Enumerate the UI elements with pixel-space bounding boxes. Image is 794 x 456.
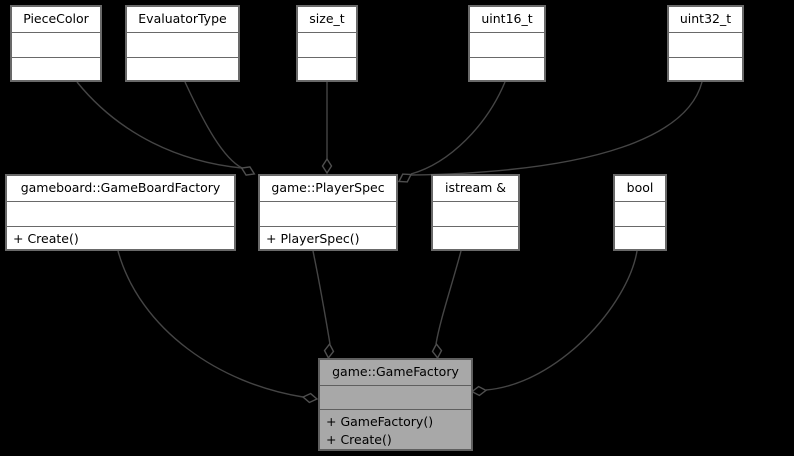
method-label: + Create() <box>13 231 79 246</box>
method-label: + PlayerSpec() <box>266 231 360 246</box>
methods-compartment: + GameFactory() + Create() <box>320 409 471 449</box>
methods-compartment: + Create() <box>7 226 234 249</box>
edge-uint32-playerspec <box>410 81 703 176</box>
class-title: uint32_t <box>679 11 732 27</box>
class-node-gamefactory[interactable]: game::GameFactory + GameFactory() + Crea… <box>318 358 473 451</box>
attributes-compartment <box>127 32 238 57</box>
attributes-compartment <box>470 32 544 57</box>
method-label: + GameFactory() <box>326 414 434 429</box>
aggregation-diamond <box>301 392 319 404</box>
class-title: istream & <box>445 180 506 196</box>
attributes-compartment <box>669 32 742 57</box>
aggregation-diamond <box>321 157 333 175</box>
methods-compartment <box>470 57 544 80</box>
class-node-uint32-t[interactable]: uint32_t <box>667 5 744 82</box>
methods-compartment <box>669 57 742 80</box>
class-node-evaluatortype[interactable]: EvaluatorType <box>125 5 240 82</box>
class-node-piececolor[interactable]: PieceColor <box>10 5 102 82</box>
class-node-size-t[interactable]: size_t <box>296 5 358 82</box>
aggregation-diamond <box>470 385 488 397</box>
methods-compartment: + PlayerSpec() <box>260 226 396 249</box>
edge-bool-gamefactory <box>485 250 638 391</box>
class-title: gameboard::GameBoardFactory <box>20 180 221 196</box>
attributes-compartment <box>7 201 234 226</box>
methods-compartment <box>433 226 518 249</box>
edge-piececolor-playerspec <box>76 81 243 169</box>
methods-compartment <box>615 226 665 249</box>
aggregation-diamond <box>323 342 335 360</box>
edge-uint16-playerspec <box>410 81 506 175</box>
attributes-compartment <box>12 32 100 57</box>
class-title: game::PlayerSpec <box>271 180 385 196</box>
aggregation-diamond <box>397 173 413 183</box>
class-node-istream-ref[interactable]: istream & <box>431 174 520 251</box>
methods-compartment <box>12 57 100 80</box>
class-title: size_t <box>309 11 345 27</box>
edge-evaluatortype-playerspec <box>184 81 243 169</box>
class-title: uint16_t <box>481 11 533 27</box>
attributes-compartment <box>320 385 471 409</box>
edge-playerspec-gamefactory <box>312 250 331 345</box>
attributes-compartment <box>298 32 356 57</box>
aggregation-diamond <box>240 166 256 176</box>
methods-compartment <box>127 57 238 80</box>
aggregation-diamond <box>431 342 443 360</box>
class-title: bool <box>626 180 654 196</box>
class-node-gameboardfactory[interactable]: gameboard::GameBoardFactory + Create() <box>5 174 236 251</box>
class-title: game::GameFactory <box>332 364 459 380</box>
class-node-bool[interactable]: bool <box>613 174 667 251</box>
attributes-compartment <box>260 201 396 226</box>
class-node-playerspec[interactable]: game::PlayerSpec + PlayerSpec() <box>258 174 398 251</box>
edge-gameboardfactory-gamefactory <box>117 250 304 398</box>
methods-compartment <box>298 57 356 80</box>
class-title: EvaluatorType <box>138 11 227 27</box>
class-title: PieceColor <box>23 11 89 27</box>
attributes-compartment <box>615 201 665 226</box>
class-node-uint16-t[interactable]: uint16_t <box>468 5 546 82</box>
method-label: + Create() <box>326 432 392 447</box>
edge-istream-gamefactory <box>435 250 462 345</box>
attributes-compartment <box>433 201 518 226</box>
